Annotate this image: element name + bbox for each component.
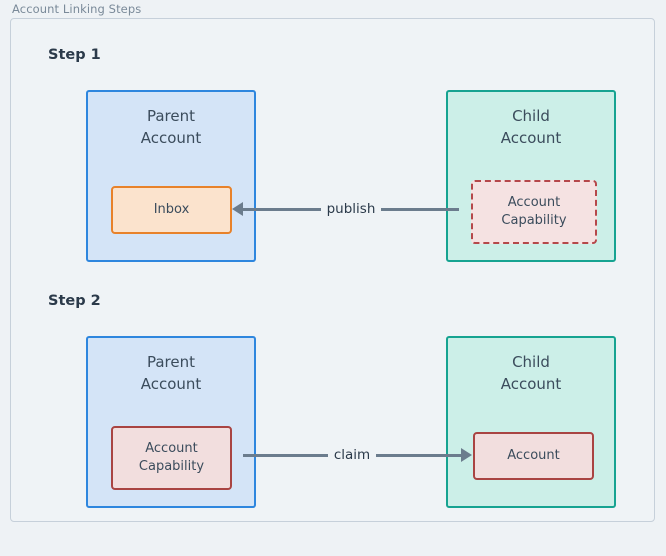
step-2-account-capability-label: Account Capability: [138, 441, 205, 474]
arrow-line-right-2: [376, 453, 462, 457]
step-2-account-capability-box[interactable]: Account Capability: [111, 426, 232, 490]
step-2-parent-account-title: Parent Account: [140, 353, 202, 393]
arrow-head-left-icon: [232, 202, 243, 216]
step-2-label: Step 2: [48, 293, 101, 309]
step-2-account-box[interactable]: Account: [473, 432, 594, 480]
step-1-inbox-box[interactable]: Inbox: [111, 186, 232, 234]
step-2-child-account-title: Child Account: [500, 353, 562, 393]
step-2-parent-account-box[interactable]: Parent Account Account Capability: [86, 336, 256, 508]
step-2-child-account-box[interactable]: Child Account Account: [446, 336, 616, 508]
arrow-line-right: [381, 207, 460, 211]
step-1-inbox-label: Inbox: [153, 202, 190, 218]
step-1-parent-account-title: Parent Account: [140, 107, 202, 147]
claim-arrow: claim: [232, 445, 473, 465]
frame-title: Account Linking Steps: [12, 2, 142, 16]
step-1-child-account-title: Child Account: [500, 107, 562, 147]
publish-arrow-label: publish: [326, 201, 376, 217]
step-1-parent-account-box[interactable]: Parent Account Inbox: [86, 90, 256, 262]
step-1-account-capability-label: Account Capability: [501, 195, 567, 228]
publish-arrow: publish: [232, 199, 470, 219]
claim-arrow-label: claim: [333, 447, 371, 463]
step-1-account-capability-box[interactable]: Account Capability: [471, 180, 597, 244]
arrow-line-left-2: [243, 453, 328, 457]
step-1-label: Step 1: [48, 47, 101, 63]
step-1-child-account-box[interactable]: Child Account Account Capability: [446, 90, 616, 262]
arrow-head-right-icon: [461, 448, 473, 462]
step-2-account-label: Account: [507, 448, 560, 464]
arrow-line-left: [243, 207, 321, 211]
